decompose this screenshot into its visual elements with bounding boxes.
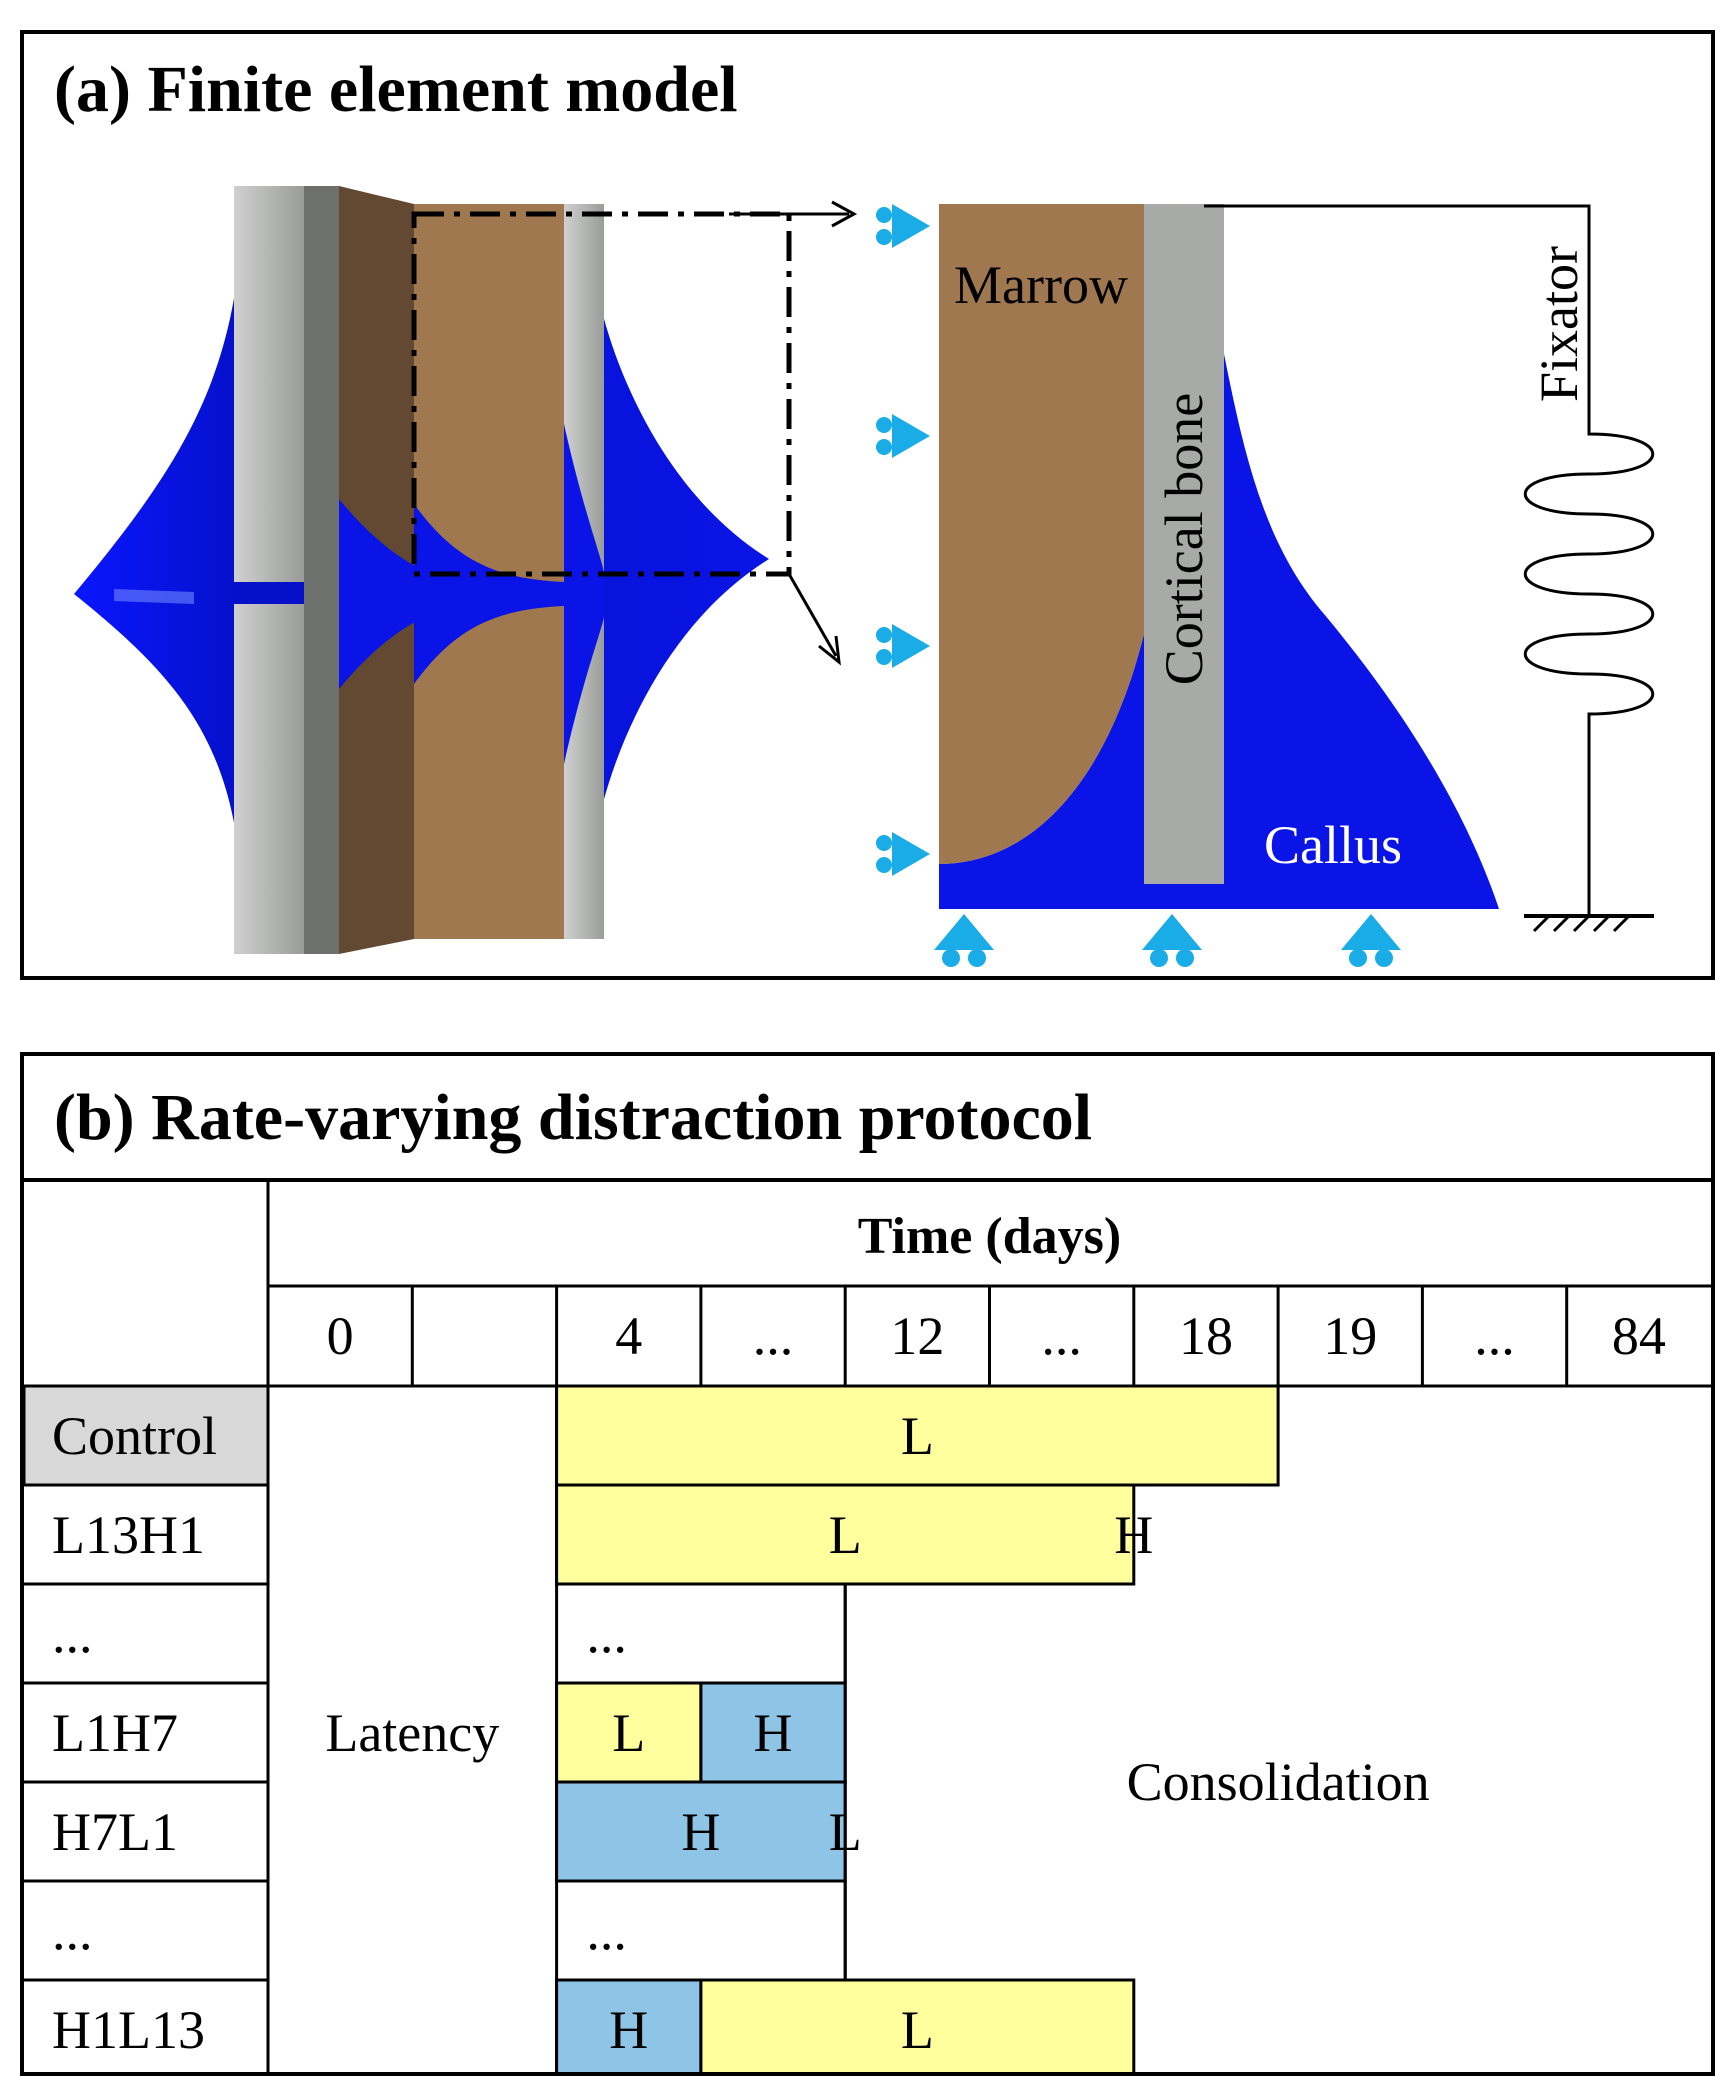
- segment-l-row0-0: [555, 1384, 1280, 1487]
- segment-label: H: [681, 1801, 721, 1862]
- segment-l-row1-0: [555, 1483, 1136, 1586]
- time-tick: 84: [1611, 1306, 1666, 1366]
- time-tick: 4: [615, 1306, 643, 1366]
- fe-3d-model: [74, 186, 858, 954]
- marrow-label: Marrow: [954, 255, 1128, 315]
- bottom-roller-supports: [934, 914, 1401, 967]
- fixator-label: Fixator: [1529, 246, 1589, 402]
- time-tick: 0: [326, 1306, 354, 1366]
- segment-label: L: [900, 1999, 934, 2060]
- row-label: H7L1: [52, 1801, 178, 1862]
- fixator-spring: [1204, 204, 1654, 914]
- segment-label: L: [900, 1405, 934, 1466]
- ellipsis-1: ...: [586, 1603, 627, 1664]
- time-tick: 12: [890, 1306, 945, 1366]
- fe-model-figure: [74, 186, 1654, 967]
- segment-label: L: [828, 1504, 862, 1565]
- time-tick: ...: [752, 1306, 794, 1366]
- protocol-grid: [24, 1178, 1711, 2072]
- consolidation-label: Consolidation: [1126, 1752, 1430, 1812]
- segment-label: H: [753, 1702, 793, 1763]
- ellipsis-2: ...: [586, 1900, 627, 1961]
- segment-h-row3-1: [699, 1681, 847, 1784]
- cortical-bone-region: [1144, 204, 1224, 884]
- time-tick: ...: [1474, 1306, 1515, 1366]
- row-label: H1L13: [52, 1999, 205, 2060]
- row-label: Control: [52, 1405, 218, 1466]
- cortical-bone-label: Cortical bone: [1154, 392, 1214, 686]
- segment-label: L: [612, 1702, 646, 1763]
- left-roller-supports: [876, 204, 930, 876]
- row-label: ...: [52, 1900, 93, 1961]
- cortical-3d-left-top: [234, 186, 304, 582]
- time-tick: [412, 1286, 556, 1386]
- row-label: L1H7: [52, 1702, 178, 1763]
- panel-a-title: (a) Finite element model: [54, 53, 738, 126]
- fixator-ground: [1532, 914, 1631, 933]
- marrow-region: [939, 204, 1144, 864]
- time-tick: 18: [1178, 1306, 1233, 1366]
- panel-b-title: (b) Rate-varying distraction protocol: [54, 1081, 1093, 1154]
- time-tick: 19: [1323, 1306, 1378, 1366]
- segment-label: H: [609, 1999, 649, 2060]
- latency-label: Latency: [325, 1702, 500, 1763]
- fe-2d-model: [876, 204, 1654, 967]
- panel-distraction-protocol: (b) Rate-varying distraction protocol Ti…: [20, 1052, 1715, 2076]
- panel-finite-element-model: (a) Finite element model: [20, 30, 1715, 980]
- time-tick: ...: [1041, 1306, 1082, 1366]
- row-label: L13H1: [52, 1504, 205, 1565]
- time-header: Time (days): [857, 1207, 1122, 1265]
- row-label: ...: [52, 1603, 93, 1664]
- callus-label: Callus: [1264, 815, 1403, 875]
- cortical-3d-left-bottom: [234, 604, 304, 954]
